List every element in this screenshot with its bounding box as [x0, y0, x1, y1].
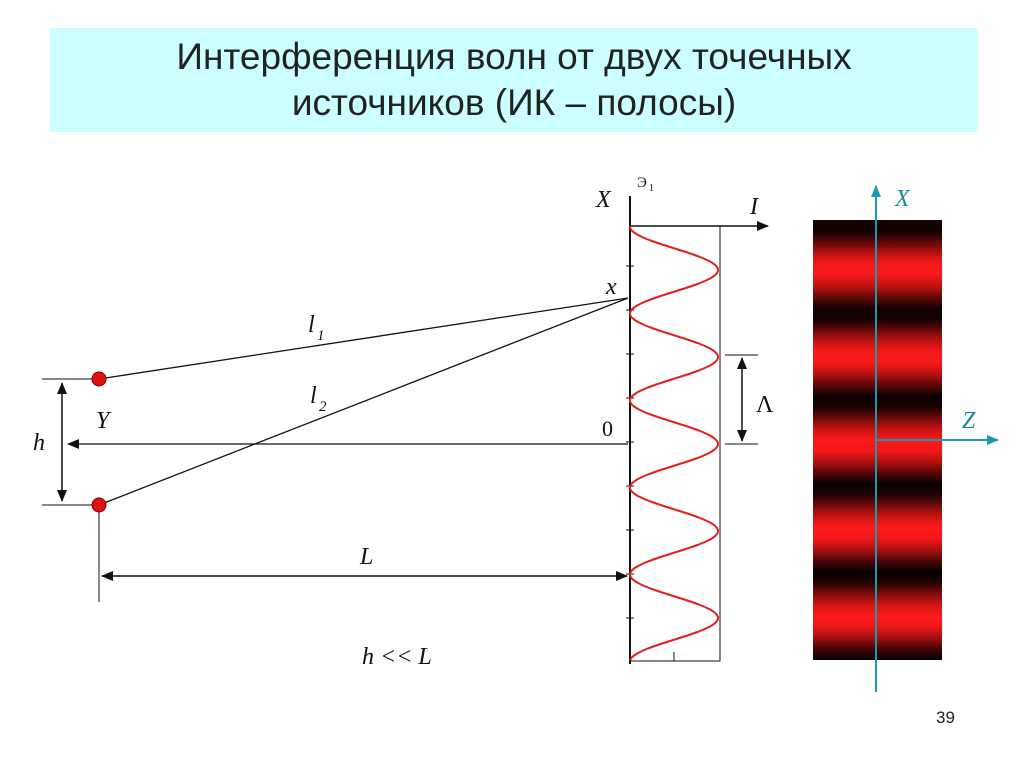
- ray-l1: [98, 297, 629, 380]
- label-intensity: I: [749, 194, 759, 220]
- page-number: 39: [936, 708, 955, 727]
- label-origin: 0: [602, 416, 613, 441]
- screen-ticks: [626, 265, 634, 619]
- label-point-x: x: [605, 274, 617, 300]
- label-screen-sub: 1: [649, 183, 654, 194]
- intensity-frame: [629, 225, 721, 662]
- intensity-curve: [629, 226, 720, 661]
- source-2: [91, 497, 107, 513]
- label-h: h: [33, 430, 45, 456]
- label-screen: Э: [637, 175, 647, 191]
- label-period: Λ: [756, 392, 774, 418]
- label-x-axis: X: [595, 187, 612, 213]
- source-1: [91, 371, 107, 387]
- label-distance: L: [359, 544, 373, 570]
- label-path2: l: [310, 383, 317, 409]
- label-fringe-z: Z: [962, 408, 976, 434]
- title-box: Интерференция волн от двух точечных исто…: [50, 28, 978, 132]
- label-condition: h << L: [362, 644, 432, 670]
- label-y: Y: [96, 408, 112, 434]
- slide-title-line2: источников (ИК – полосы): [291, 82, 737, 123]
- label-path1-sub: 1: [317, 328, 325, 344]
- label-path2-sub: 2: [319, 399, 327, 415]
- label-fringe-x: X: [894, 186, 911, 212]
- ray-l2: [98, 297, 629, 506]
- slide-title-line1: Интерференция волн от двух точечных: [176, 36, 852, 77]
- label-path1: l: [308, 312, 315, 338]
